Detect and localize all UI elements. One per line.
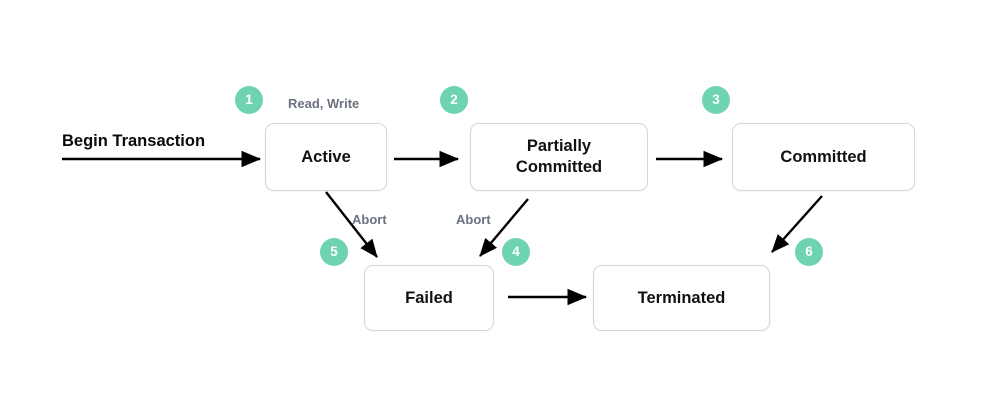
state-box-committed[interactable]: Committed — [732, 123, 915, 191]
edge-label-abort-from-active: Abort — [352, 212, 387, 227]
state-box-active[interactable]: Active — [265, 123, 387, 191]
edge-label-read-write: Read, Write — [288, 96, 360, 111]
state-label-line-2: Committed — [515, 158, 603, 176]
badge-1[interactable]: 1 — [235, 86, 263, 114]
badge-6[interactable]: 6 — [795, 238, 823, 266]
badge-3[interactable]: 3 — [702, 86, 730, 114]
state-box-partially-committed[interactable]: Partially Committed — [470, 123, 648, 191]
state-label-line-1: Partially — [526, 137, 592, 156]
badge-5[interactable]: 5 — [320, 238, 348, 266]
badge-2[interactable]: 2 — [440, 86, 468, 114]
begin-transaction-label: Begin Transaction — [62, 132, 206, 150]
badge-4[interactable]: 4 — [502, 238, 530, 266]
state-box-terminated[interactable]: Terminated — [593, 265, 770, 331]
edge-label-abort-from-partially-committed: Abort — [456, 212, 491, 227]
state-box-failed[interactable]: Failed — [364, 265, 494, 331]
